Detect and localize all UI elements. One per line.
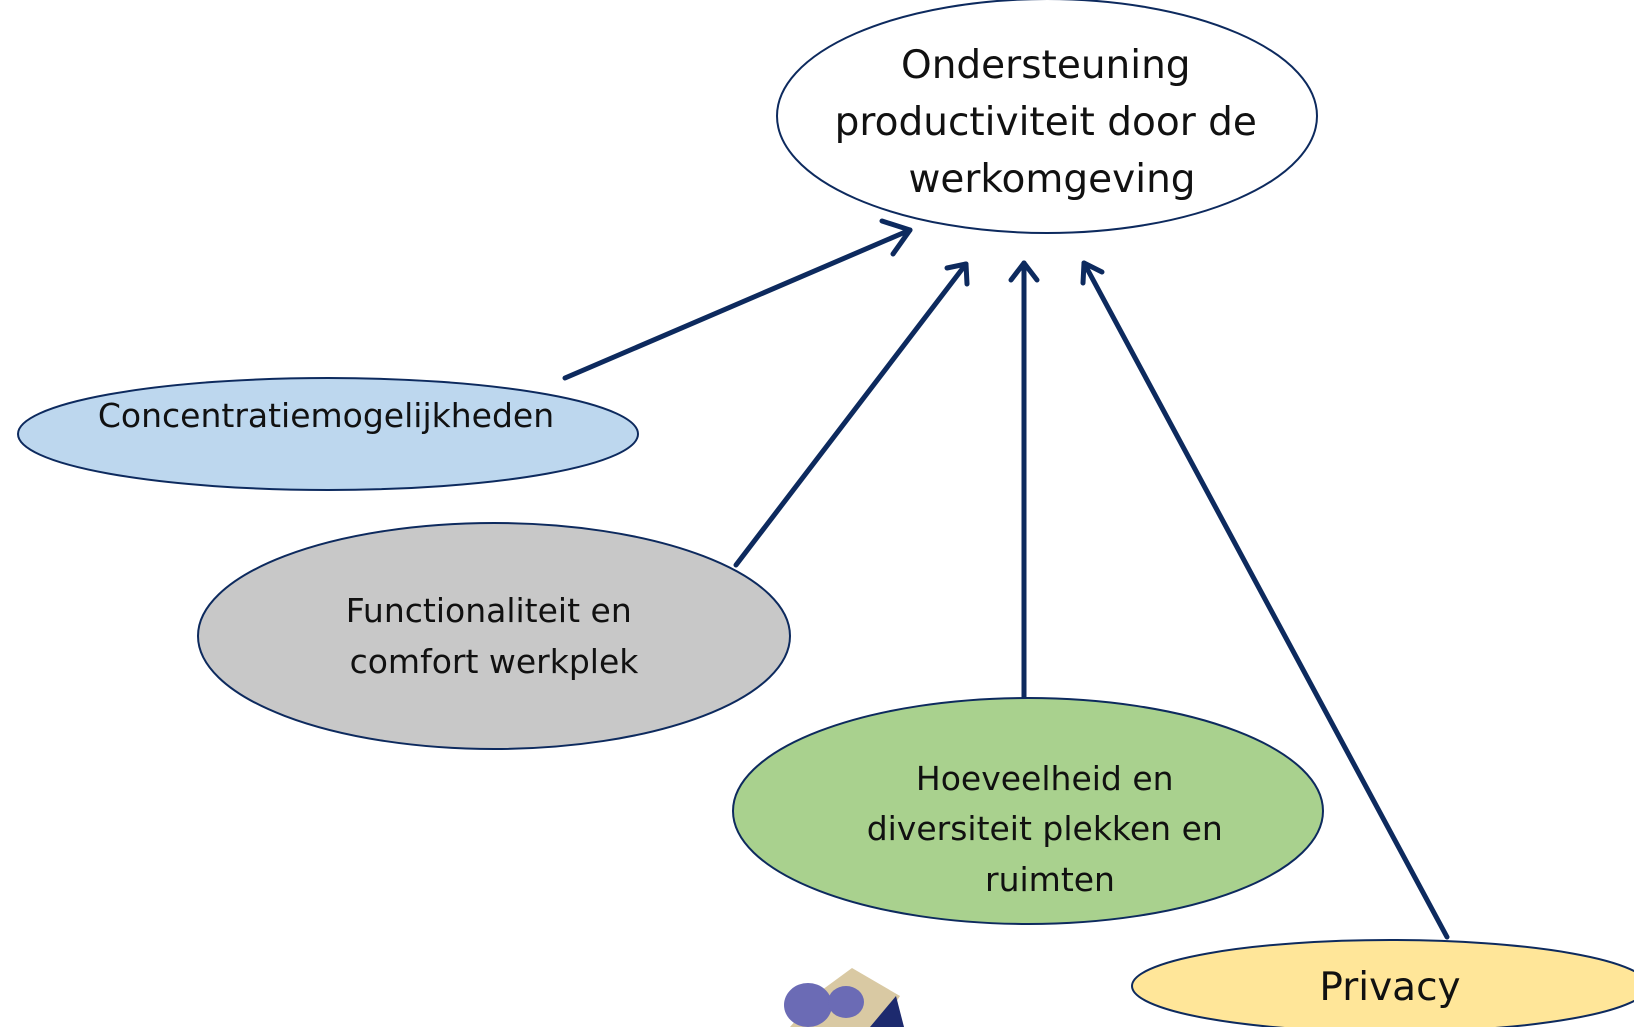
arrowhead-hoeveelheid <box>1008 260 1040 283</box>
target-label-line-2: productiviteit door de <box>835 100 1257 145</box>
factor-hoeveelheid: Hoeveelheid en diversiteit plekken en ru… <box>732 697 1324 925</box>
factor-concentratie-ellipse <box>17 377 639 491</box>
arrow-concentratie-to-target <box>562 227 913 381</box>
factor-hoeveelheid-label-line-3: ruimten <box>985 860 1115 899</box>
factor-functionaliteit-label-line-2: comfort werkplek <box>350 642 640 681</box>
logo-blob-small <box>828 986 864 1018</box>
factor-functionaliteit-label: Functionaliteit en comfort werkplek <box>346 591 642 681</box>
target-label-line-1: Ondersteuning <box>901 43 1191 88</box>
factor-concentratie: Concentratiemogelijkheden <box>17 377 639 491</box>
arrowhead-privacy <box>1080 260 1105 286</box>
factor-hoeveelheid-ellipse <box>732 697 1324 925</box>
factor-concentratie-label: Concentratiemogelijkheden <box>98 396 554 435</box>
target-node: Ondersteuning productiviteit door de wer… <box>776 0 1318 234</box>
factor-functionaliteit: Functionaliteit en comfort werkplek <box>197 522 791 750</box>
arrowhead-concentratie <box>879 218 913 257</box>
factor-privacy: Privacy <box>1131 939 1634 1027</box>
target-label-line-3: werkomgeving <box>908 157 1195 202</box>
target-ellipse <box>776 0 1318 234</box>
company-logo-icon <box>784 968 904 1027</box>
target-label: Ondersteuning productiviteit door de wer… <box>835 43 1270 202</box>
factor-privacy-label: Privacy <box>1319 965 1460 1010</box>
arrow-functionaliteit-to-target <box>733 261 969 568</box>
arrow-privacy-to-target <box>1081 260 1450 940</box>
arrows-layer <box>562 218 1450 940</box>
factor-concentratie-label-line-1: Concentratiemogelijkheden <box>98 396 554 435</box>
factor-hoeveelheid-label-line-2: diversiteit plekken en <box>867 809 1223 848</box>
factor-privacy-label-line-1: Privacy <box>1319 965 1460 1010</box>
logo-blob-large <box>784 983 832 1027</box>
factor-functionaliteit-label-line-1: Functionaliteit en <box>346 591 632 630</box>
factor-privacy-ellipse <box>1131 939 1634 1027</box>
factor-functionaliteit-ellipse <box>197 522 791 750</box>
logo-navy-shape <box>870 996 904 1027</box>
factor-hoeveelheid-label: Hoeveelheid en diversiteit plekken en ru… <box>867 759 1234 899</box>
factor-hoeveelheid-label-line-1: Hoeveelheid en <box>916 759 1174 798</box>
arrowhead-functionaliteit <box>944 261 970 287</box>
